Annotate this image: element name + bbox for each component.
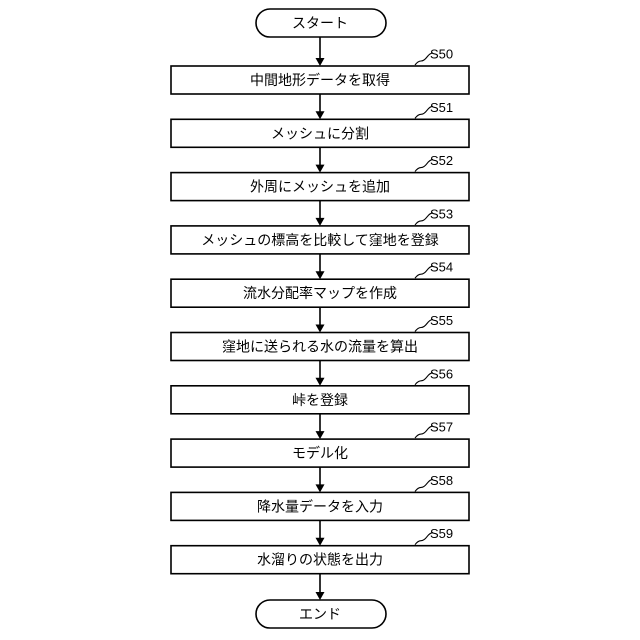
step-number: S56: [430, 366, 453, 381]
process-label: 外周にメッシュを追加: [250, 180, 390, 196]
process-label: 中間地形データを取得: [250, 72, 390, 89]
process-label: メッシュの標高を比較して窪地を登録: [201, 232, 439, 249]
process-label: メッシュに分割: [271, 125, 369, 142]
process-label: 窪地に送られる水の流量を算出: [222, 339, 418, 356]
arrowhead: [316, 378, 325, 386]
arrowhead: [316, 431, 325, 439]
arrowhead: [316, 58, 325, 66]
process-label: モデル化: [292, 445, 348, 462]
arrowhead: [316, 592, 325, 600]
step-number: S53: [430, 206, 453, 221]
arrowhead: [316, 484, 325, 492]
start-terminal: スタート: [256, 9, 386, 37]
step-number: S55: [430, 313, 453, 328]
process-label: 流水分配率マップを作成: [243, 285, 397, 302]
process-label: 水溜りの状態を出力: [257, 553, 383, 569]
arrowhead: [316, 325, 325, 333]
step-number: S58: [430, 473, 453, 488]
start-terminal-label: スタート: [292, 16, 348, 32]
arrowhead: [316, 165, 325, 173]
arrowhead: [316, 218, 325, 226]
process-label: 降水量データを入力: [257, 498, 383, 515]
step-number: S54: [430, 260, 453, 275]
step-number: S52: [430, 153, 453, 168]
arrowhead: [316, 111, 325, 119]
arrowhead: [316, 271, 325, 279]
step-number: S51: [430, 100, 453, 115]
step-number: S57: [430, 420, 453, 435]
step-number: S59: [430, 526, 453, 541]
end-terminal: エンド: [256, 600, 386, 628]
process-label: 峠を登録: [292, 393, 348, 409]
end-terminal-label: エンド: [299, 607, 341, 623]
arrowhead: [316, 538, 325, 546]
step-number: S50: [430, 47, 453, 62]
